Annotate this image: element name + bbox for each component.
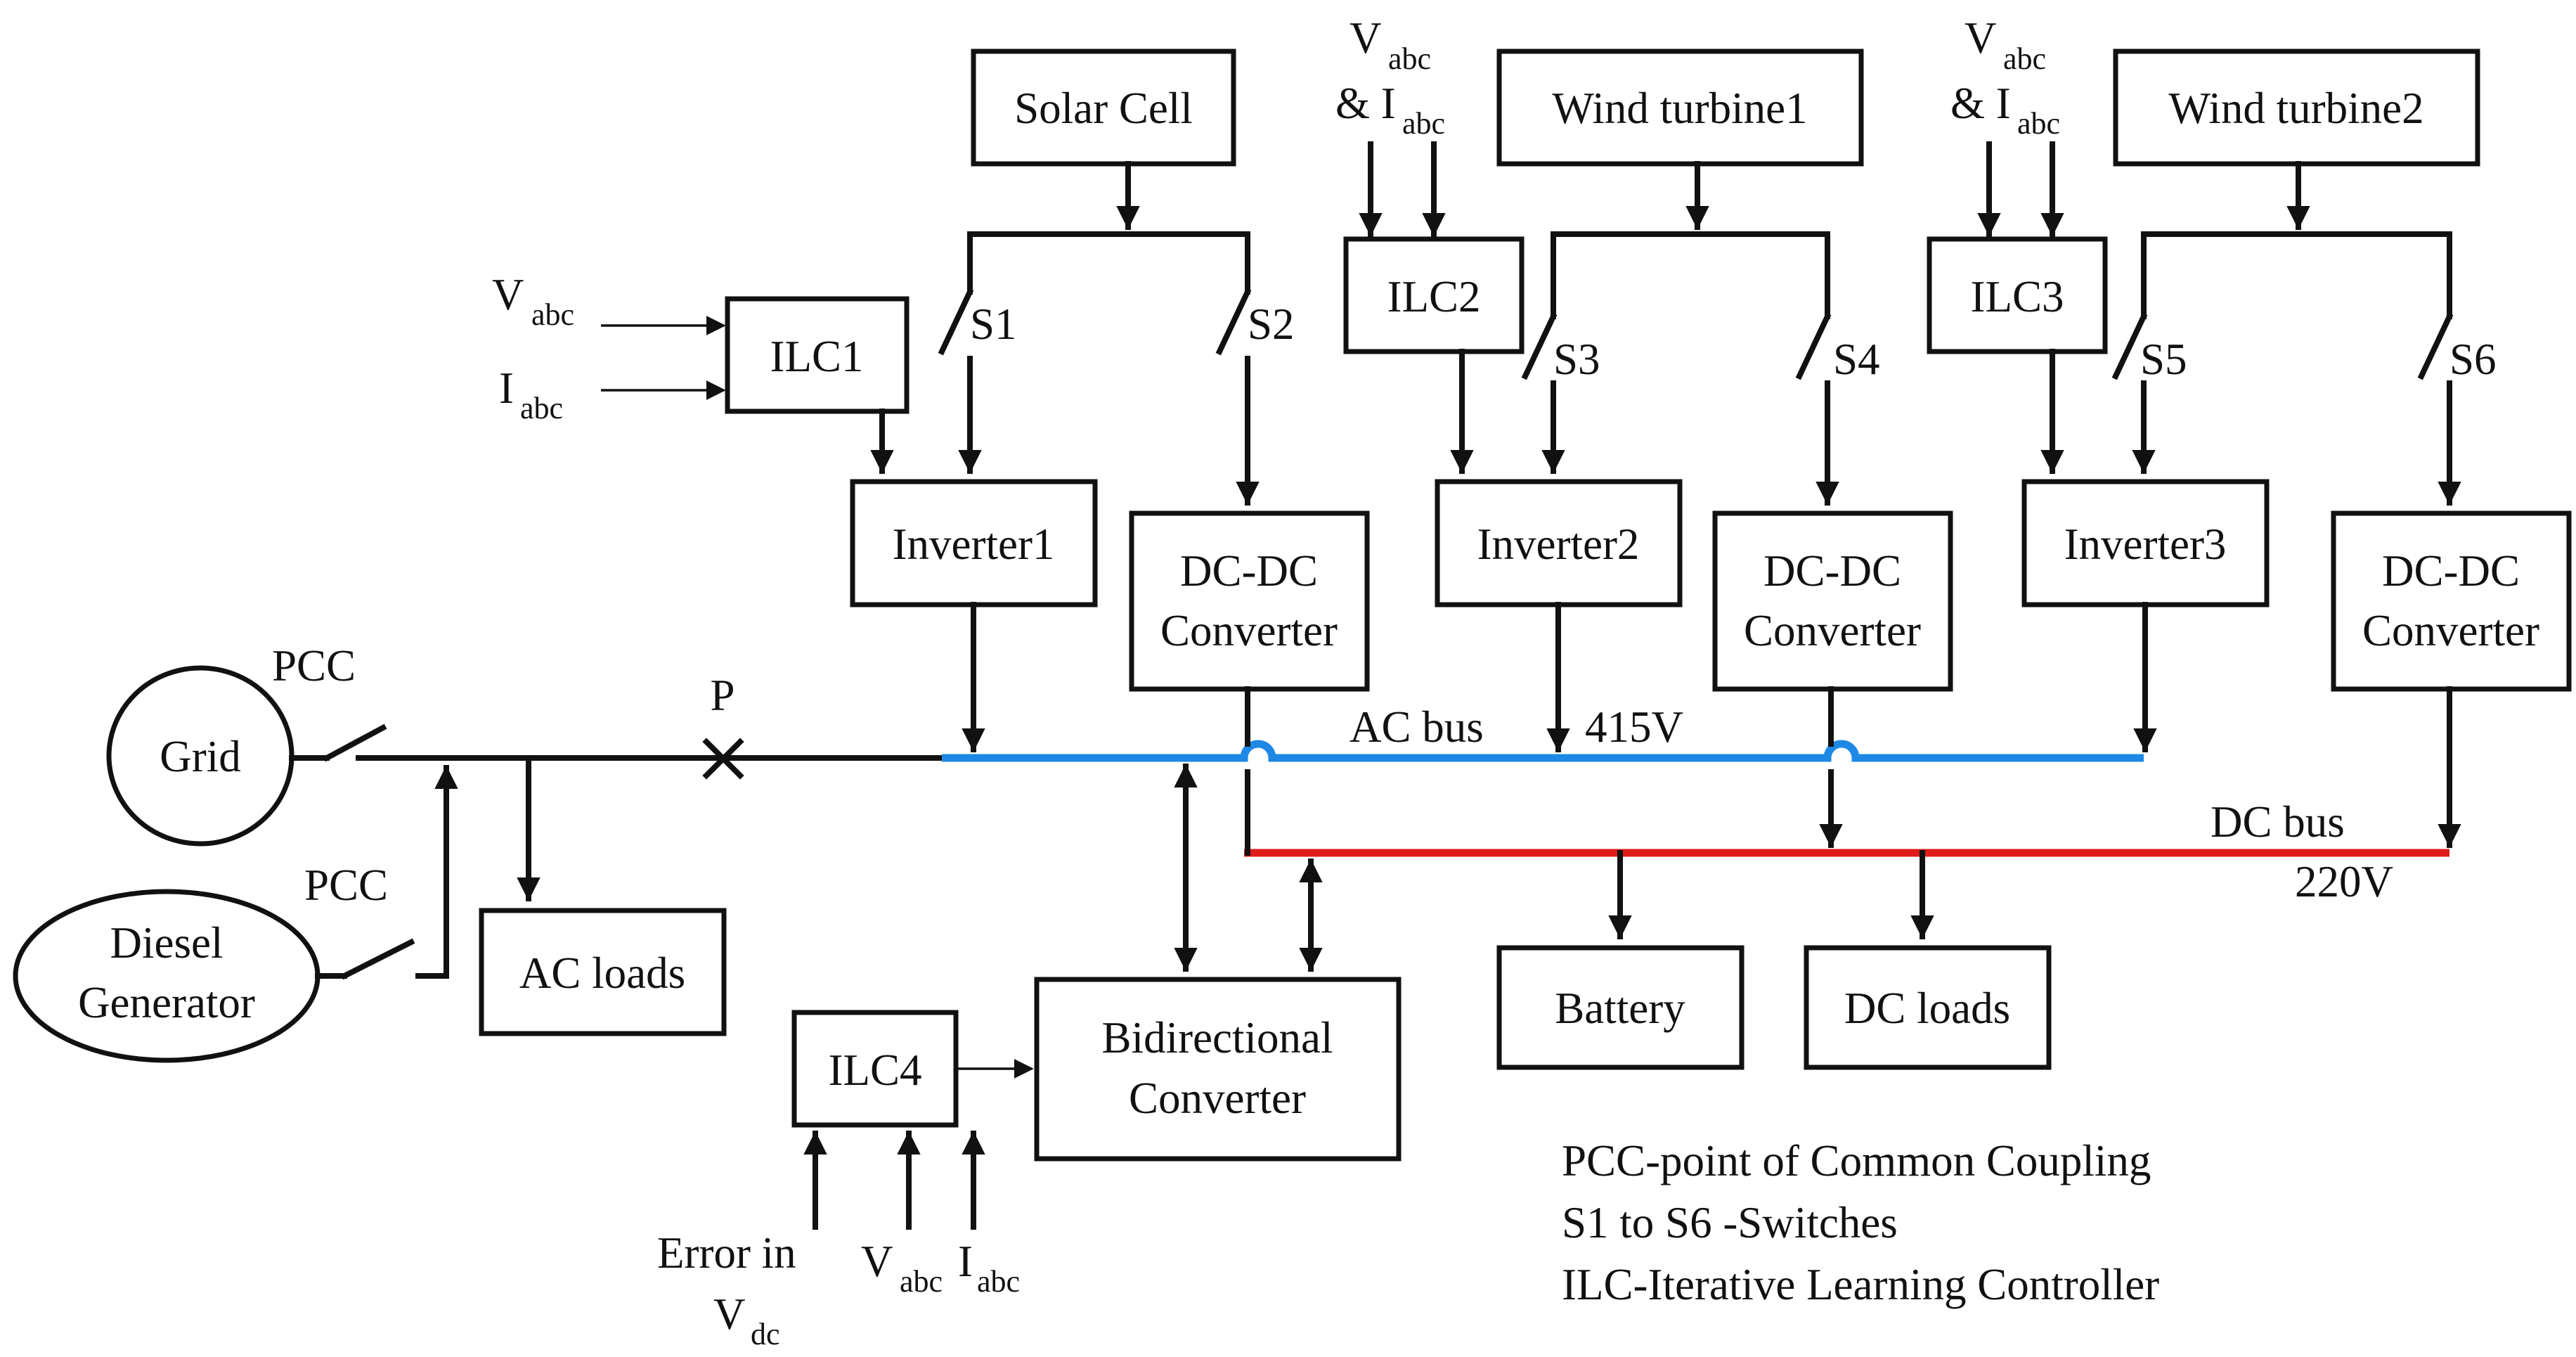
svg-text:abc: abc [1402,106,1445,141]
battery-block: Battery [1496,945,1745,1070]
svg-text:S2: S2 [1248,300,1295,349]
inverter3-block: Inverter3 [2021,479,2270,607]
svg-text:V: V [1965,13,1997,63]
wind-turbine1-block: Wind turbine1 [1496,49,1864,167]
svg-text:S5: S5 [2140,335,2187,384]
svg-text:S6: S6 [2449,335,2497,384]
ilc4-block: ILC4 [791,1010,959,1128]
svg-text:ILC2: ILC2 [1387,272,1481,321]
svg-text:DC-DC: DC-DC [1763,546,1901,596]
svg-text:dc: dc [751,1317,780,1351]
diesel-pcc-switch: PCC [304,861,415,980]
svg-text:Converter: Converter [2362,606,2539,655]
svg-text:abc: abc [977,1264,1020,1299]
svg-text:PCC: PCC [272,641,356,690]
svg-text:V: V [861,1237,893,1286]
ilc4-input-labels: Error in V dc V abc I abc [657,1228,1020,1351]
dc-bus-voltage: 220V [2295,857,2393,906]
ac-bus-voltage: 415V [1585,702,1683,752]
svg-text:abc: abc [531,297,574,332]
svg-text:V: V [492,270,524,319]
switch-s3: S3 [1521,312,1600,384]
ilc1-v-input: V abc [492,270,726,335]
svg-text:Converter: Converter [1744,606,1921,655]
svg-text:Battery: Battery [1555,984,1685,1033]
svg-text:Diesel: Diesel [110,918,224,967]
dc-bus-label: DC bus [2211,797,2345,847]
svg-text:abc: abc [2003,41,2046,76]
wind-turbine2-block: Wind turbine2 [2113,49,2480,167]
svg-text:V: V [713,1290,746,1339]
dcdc-converter2-block: DC-DC Converter [1712,510,1953,692]
ilc2-measurement-label: V abc & I abc [1335,13,1445,141]
svg-text:ILC3: ILC3 [1971,272,2064,321]
inverter2-block: Inverter2 [1435,479,1683,607]
ilc3-measurement-label: V abc & I abc [1950,13,2060,141]
ilc1-i-input: I abc [499,364,726,425]
svg-text:Generator: Generator [78,978,255,1027]
svg-text:S3: S3 [1553,335,1600,384]
grid-pcc-switch: PCC [272,641,387,762]
svg-text:S1: S1 [970,300,1017,349]
svg-text:P: P [710,671,734,720]
svg-text:Solar Cell: Solar Cell [1014,84,1193,133]
svg-text:I: I [958,1237,973,1286]
ilc2-block: ILC2 [1343,236,1525,354]
svg-text:DC-DC: DC-DC [2382,546,2520,596]
svg-text:Wind turbine1: Wind turbine1 [1552,84,1807,133]
switch-s5: S5 [2111,312,2187,384]
inverter1-block: Inverter1 [850,479,1098,607]
svg-text:DC loads: DC loads [1844,984,2010,1033]
svg-text:AC loads: AC loads [519,948,685,998]
svg-text:Error in: Error in [657,1228,796,1278]
svg-text:Converter: Converter [1129,1074,1306,1123]
dcdc-converter1-block: DC-DC Converter [1129,510,1370,692]
svg-text:& I: & I [1950,79,2011,128]
solar-cell-block: Solar Cell [971,49,1236,167]
ilc1-block: ILC1 [725,296,910,414]
ac-bus-line [942,740,2144,762]
ac-bus-label: AC bus [1350,702,1484,752]
svg-text:abc: abc [1388,41,1431,76]
switch-s4: S4 [1795,312,1880,384]
svg-text:S4: S4 [1833,335,1880,384]
svg-text:DC-DC: DC-DC [1180,546,1318,596]
switch-s1: S1 [938,288,1017,356]
svg-text:abc: abc [2017,106,2060,141]
dc-loads-block: DC loads [1804,945,2052,1070]
svg-text:Converter: Converter [1160,606,1338,655]
diesel-generator-source: Diesel Generator [13,889,321,1063]
switch-s2: S2 [1215,288,1295,356]
svg-text:Inverter3: Inverter3 [2064,520,2227,569]
bidirectional-converter-block: Bidirectional Converter [1034,977,1402,1162]
svg-text:abc: abc [900,1264,943,1299]
svg-text:Bidirectional: Bidirectional [1102,1013,1333,1062]
svg-text:V: V [1350,13,1382,63]
svg-text:ILC1: ILC1 [770,332,864,381]
grid-source: Grid [106,665,295,847]
legend: PCC-point of Common Coupling S1 to S6 -S… [1562,1136,2159,1309]
svg-text:Inverter2: Inverter2 [1477,520,1640,569]
svg-text:PCC: PCC [304,861,388,910]
svg-text:I: I [499,364,514,413]
svg-text:& I: & I [1335,79,1396,128]
legend-pcc: PCC-point of Common Coupling [1562,1136,2151,1185]
svg-text:ILC4: ILC4 [829,1046,922,1095]
svg-text:Inverter1: Inverter1 [893,520,1055,569]
point-p-marker: P [702,671,744,780]
dcdc-converter3-block: DC-DC Converter [2331,510,2572,692]
legend-ilc: ILC-Iterative Learning Controller [1562,1260,2159,1309]
ac-loads-block: AC loads [479,908,727,1036]
ilc3-block: ILC3 [1927,236,2108,354]
svg-text:Wind turbine2: Wind turbine2 [2168,84,2423,133]
svg-text:Grid: Grid [160,732,240,781]
switch-s6: S6 [2417,312,2497,384]
svg-text:abc: abc [520,391,563,425]
legend-switches: S1 to S6 -Switches [1562,1198,1898,1247]
